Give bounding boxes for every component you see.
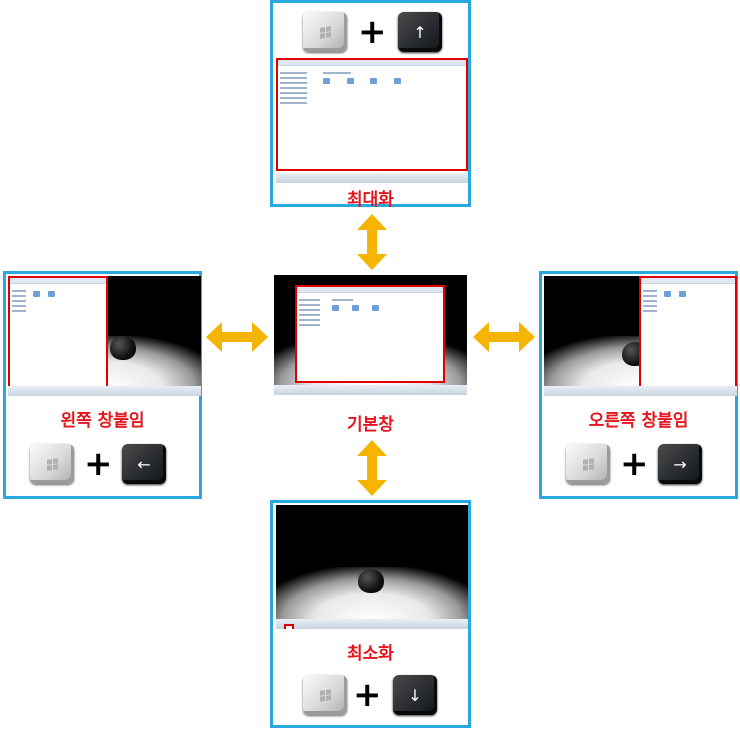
maximize-label: 최대화	[347, 190, 394, 210]
snap-left-screenshot	[8, 276, 201, 396]
windows-key-icon	[303, 12, 347, 52]
plus-sign: +	[84, 444, 113, 484]
maximized-window-screenshot	[276, 58, 468, 183]
snap-left-window-highlight	[8, 276, 108, 389]
windows-key-icon	[566, 444, 610, 484]
maximize-panel: + ↑ 최대화	[270, 0, 471, 210]
snap-left-panel: 왼쪽 창붙임 + ←	[3, 271, 202, 499]
double-arrow-horizontal-left-icon	[206, 322, 268, 352]
left-arrow-key-icon: ←	[122, 444, 166, 484]
snap-right-label: 오른쪽 창붙임	[588, 411, 689, 431]
up-arrow-key-icon: ↑	[398, 12, 442, 52]
maximized-window-highlight	[276, 58, 468, 171]
minimize-label: 최소화	[347, 644, 394, 664]
minimized-taskbar-highlight	[284, 624, 294, 629]
default-window-screenshot	[274, 275, 467, 395]
default-window-label: 기본창	[347, 415, 394, 435]
double-arrow-horizontal-right-icon	[473, 322, 535, 352]
plus-sign: +	[620, 444, 649, 484]
right-arrow-key-icon: →	[658, 444, 702, 484]
plus-sign: +	[353, 675, 382, 715]
minimized-screenshot	[276, 505, 468, 629]
snap-left-label: 왼쪽 창붙임	[60, 411, 145, 431]
snap-right-screenshot	[544, 276, 737, 396]
windows-key-icon	[30, 444, 74, 484]
double-arrow-vertical-top-icon	[357, 214, 387, 270]
default-window-highlight	[295, 285, 445, 383]
minimize-panel: 최소화 + ↓	[270, 500, 471, 728]
plus-sign: +	[358, 12, 387, 52]
windows-key-icon	[303, 675, 347, 715]
down-arrow-key-icon: ↓	[393, 675, 437, 715]
snap-right-panel: 오른쪽 창붙임 + →	[539, 271, 738, 499]
snap-right-window-highlight	[639, 276, 737, 389]
double-arrow-vertical-bottom-icon	[357, 440, 387, 496]
